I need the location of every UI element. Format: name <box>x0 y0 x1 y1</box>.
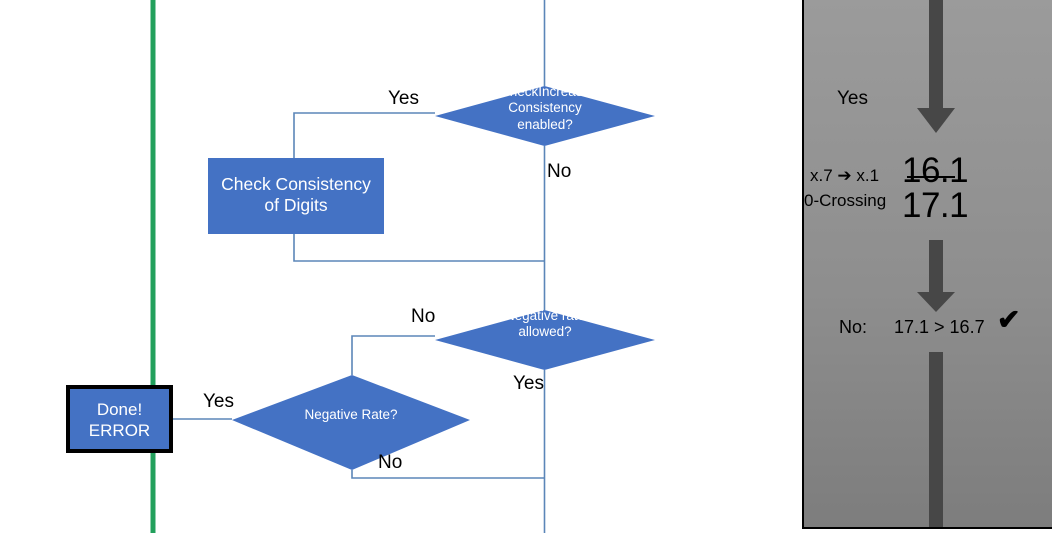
side-panel-value-new: 17.1 <box>902 186 969 225</box>
edge-label-negative-rate-yes: Yes <box>203 391 234 412</box>
side-panel-transform-label: x.7 ➔ x.1 <box>810 166 880 185</box>
down-arrow-first <box>917 0 955 133</box>
flowchart-graphics <box>150 0 655 533</box>
terminator-done-error-label: Done! ERROR <box>88 400 151 440</box>
edge-label-negative-rate-allowed-no: No <box>411 306 436 327</box>
edge-label-negative-rate-no: No <box>378 452 403 473</box>
side-panel-result-prefix: No: <box>839 317 868 337</box>
side-panel-comparison: 17.1 > 16.7 <box>894 317 985 337</box>
down-arrow-second <box>917 240 955 312</box>
connector-negrate-allowed-no <box>351 335 435 375</box>
side-panel-arrows <box>917 0 955 527</box>
annotation-side-panel: Yes x.7 ➔ x.1 0-Crossing 16.1 17.1 No: 1… <box>802 0 1052 529</box>
decision-negative-rate-allowed[interactable] <box>435 310 655 370</box>
flowchart-canvas: Check Consistency of Digits Done! ERROR … <box>66 0 655 533</box>
decision-negative-rate[interactable] <box>232 375 470 470</box>
process-check-consistency-of-digits[interactable]: Check Consistency of Digits <box>208 158 384 234</box>
edge-label-checkincrease-yes: Yes <box>388 88 419 109</box>
side-panel-crossing-label: 0-Crossing <box>804 191 887 210</box>
check-mark-icon: ✔ <box>997 304 1021 335</box>
down-shaft-third <box>929 352 943 527</box>
side-panel-value-struck: 16.1 <box>902 151 969 190</box>
connector-consistency-return <box>293 234 544 262</box>
side-panel-branch-label: Yes <box>837 88 868 109</box>
process-check-consistency-label: Check Consistency of Digits <box>221 174 371 216</box>
decision-checkincrease-consistency-enabled[interactable] <box>435 86 655 146</box>
edge-label-checkincrease-no: No <box>547 161 572 182</box>
edge-label-negative-rate-allowed-yes: Yes <box>513 373 544 394</box>
terminator-done-error[interactable]: Done! ERROR <box>66 385 173 453</box>
connector-negrate-no <box>351 470 544 479</box>
connector-checkincrease-yes <box>293 112 435 158</box>
strikethrough-mark <box>907 176 955 178</box>
